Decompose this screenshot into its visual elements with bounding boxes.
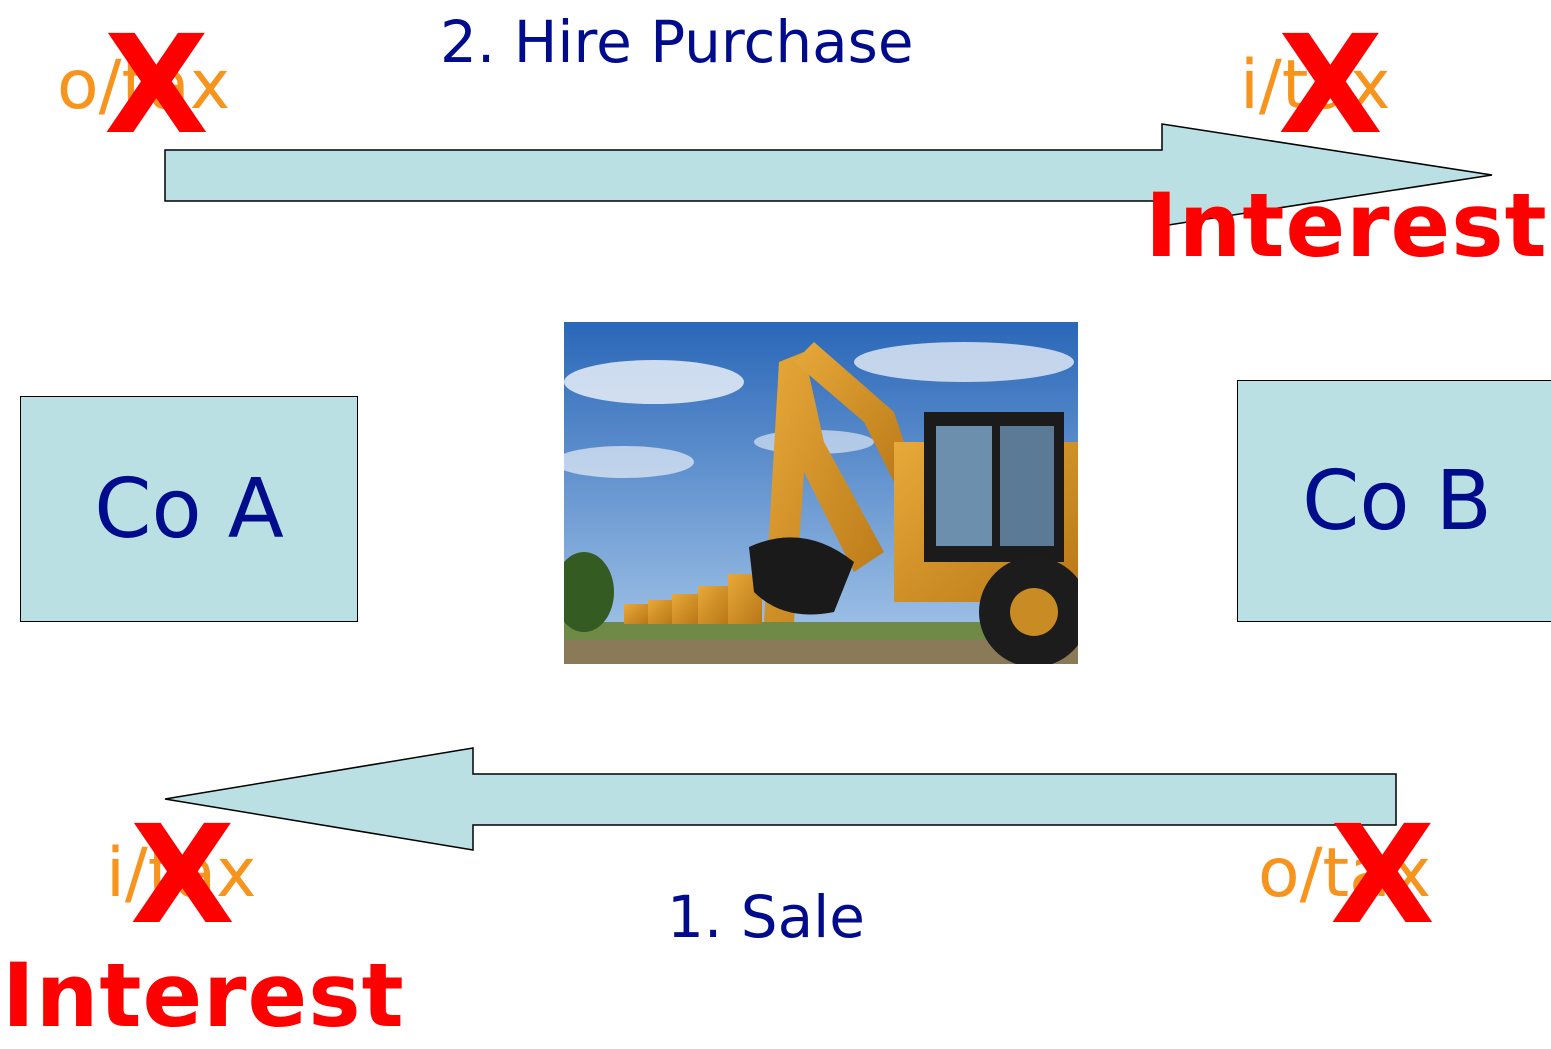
company-a-box: Co A [20,396,358,622]
top-left-cross-icon: X [104,7,209,165]
bottom-left-tax-label: i/tax [106,834,257,913]
bottom-right-tax-label: o/tax [1258,834,1432,913]
bottom-right-cross-icon: X [1330,797,1435,955]
company-b-label: Co B [1302,453,1492,549]
hire-purchase-arrow [164,123,1493,227]
backhoe-photo [564,322,1078,664]
company-b-box: Co B [1237,380,1551,622]
top-left-tax-label: o/tax [57,46,231,125]
top-right-cross-icon: X [1278,7,1383,165]
sale-label: 1. Sale [667,883,865,951]
company-a-label: Co A [94,461,284,557]
top-right-interest-label: Interest [1145,174,1548,277]
sale-arrow [164,747,1397,851]
bottom-left-interest-label: Interest [2,944,405,1047]
top-right-tax-label: i/tax [1240,46,1391,125]
bottom-left-cross-icon: X [130,797,235,955]
hire-purchase-label: 2. Hire Purchase [440,8,914,76]
